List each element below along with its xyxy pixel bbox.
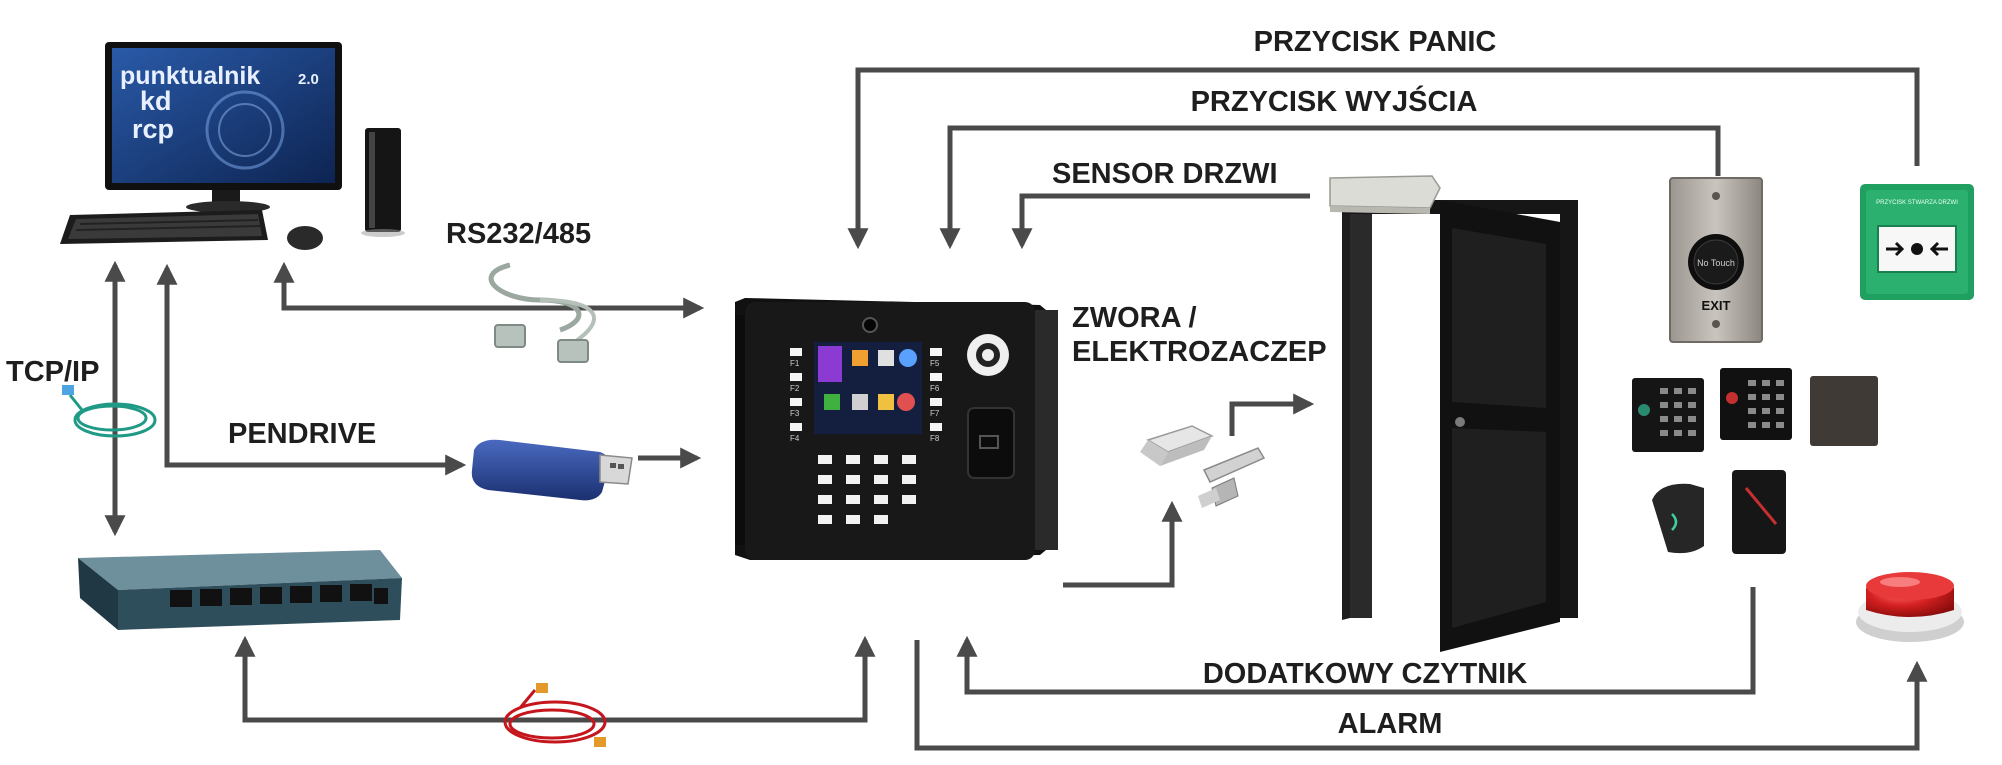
- exit-button: No Touch EXIT: [1669, 177, 1763, 343]
- label-exit-button: PRZYCISK WYJŚCIA: [1190, 86, 1478, 118]
- access-terminal: F1 F2 F3 F4 F5 F6 F7 F8: [735, 298, 1058, 560]
- network-switch: [78, 550, 402, 630]
- exit-text: EXIT: [1702, 298, 1731, 313]
- label-tcpip: TCP/IP: [6, 356, 100, 388]
- label-lock-line1: ZWORA /: [1072, 302, 1197, 334]
- fkey-f3: F3: [790, 409, 800, 418]
- keypad-reader-2: [1720, 368, 1792, 440]
- fkey-f1: F1: [790, 359, 800, 368]
- keypad-reader-1: [1632, 378, 1704, 452]
- fkey-f8: F8: [930, 434, 940, 443]
- fkey-f7: F7: [930, 409, 940, 418]
- terminal-card-reader: [967, 407, 1015, 479]
- label-door-sensor: SENSOR DRZWI: [1052, 158, 1278, 190]
- arrow-alarm: [914, 640, 1928, 751]
- label-lock-line2: ELEKTROZACZEP: [1072, 336, 1327, 368]
- monitor-brand-line2: kd: [140, 86, 172, 116]
- ethernet-cable-red: [503, 683, 607, 747]
- proximity-reader-curved: [1652, 483, 1704, 554]
- label-extra-reader: DODATKOWY CZYTNIK: [1202, 658, 1528, 690]
- door: [1329, 175, 1578, 652]
- fkey-f4: F4: [790, 434, 800, 443]
- monitor: punktualnik 2.0 kd rcp: [105, 42, 342, 213]
- alarm-button: [1856, 572, 1964, 642]
- arrow-extra-reader: [956, 587, 1756, 695]
- label-alarm: ALARM: [1337, 708, 1443, 740]
- proximity-reader-square: [1810, 376, 1878, 446]
- monitor-brand-line1: punktualnik: [120, 62, 260, 90]
- terminal-fkeys-left: [790, 348, 802, 431]
- arrow-door-sensor: [1011, 193, 1310, 250]
- fkey-f2: F2: [790, 384, 800, 393]
- monitor-brand-line3: rcp: [132, 114, 174, 144]
- electric-lock: [1140, 425, 1266, 508]
- ethernet-cable-green: [62, 385, 157, 438]
- terminal-keypad: [818, 455, 916, 524]
- label-pendrive: PENDRIVE: [228, 418, 377, 450]
- fkey-f5: F5: [930, 359, 940, 368]
- connection-lines: [104, 67, 1928, 751]
- arrow-lock-door: [1229, 393, 1315, 436]
- monitor-brand-version: 2.0: [298, 71, 319, 88]
- terminal-fkey-labels-left: F1 F2 F3 F4: [790, 359, 800, 443]
- arrow-exit-button: [939, 125, 1721, 250]
- card-readers: [1632, 368, 1878, 554]
- arrow-switch-terminal: [234, 635, 876, 723]
- exit-sensor-text: No Touch: [1697, 258, 1735, 268]
- panic-call-point: PRZYCISK STWARZA DRZWI: [1860, 184, 1974, 300]
- serial-cable: [488, 262, 596, 363]
- panic-box-caption: PRZYCISK STWARZA DRZWI: [1876, 200, 1958, 206]
- pc-tower: [361, 128, 405, 237]
- fkey-f6: F6: [930, 384, 940, 393]
- arrow-panic-button: [847, 67, 1920, 250]
- terminal-fkeys-right: [930, 348, 942, 431]
- door-sensor-device: [1329, 175, 1441, 209]
- computer: punktualnik 2.0 kd rcp: [60, 42, 405, 250]
- terminal-fkey-labels-right: F5 F6 F7 F8: [930, 359, 940, 443]
- keyboard: [60, 210, 268, 244]
- mouse: [287, 226, 323, 250]
- label-panic-button: PRZYCISK PANIC: [1253, 26, 1497, 58]
- proximity-reader-tall: [1732, 470, 1786, 554]
- arrow-pc-pendrive: [156, 263, 467, 476]
- arrow-lock: [1063, 500, 1183, 588]
- label-rs232: RS232/485: [446, 218, 592, 250]
- usb-pendrive: [471, 439, 633, 501]
